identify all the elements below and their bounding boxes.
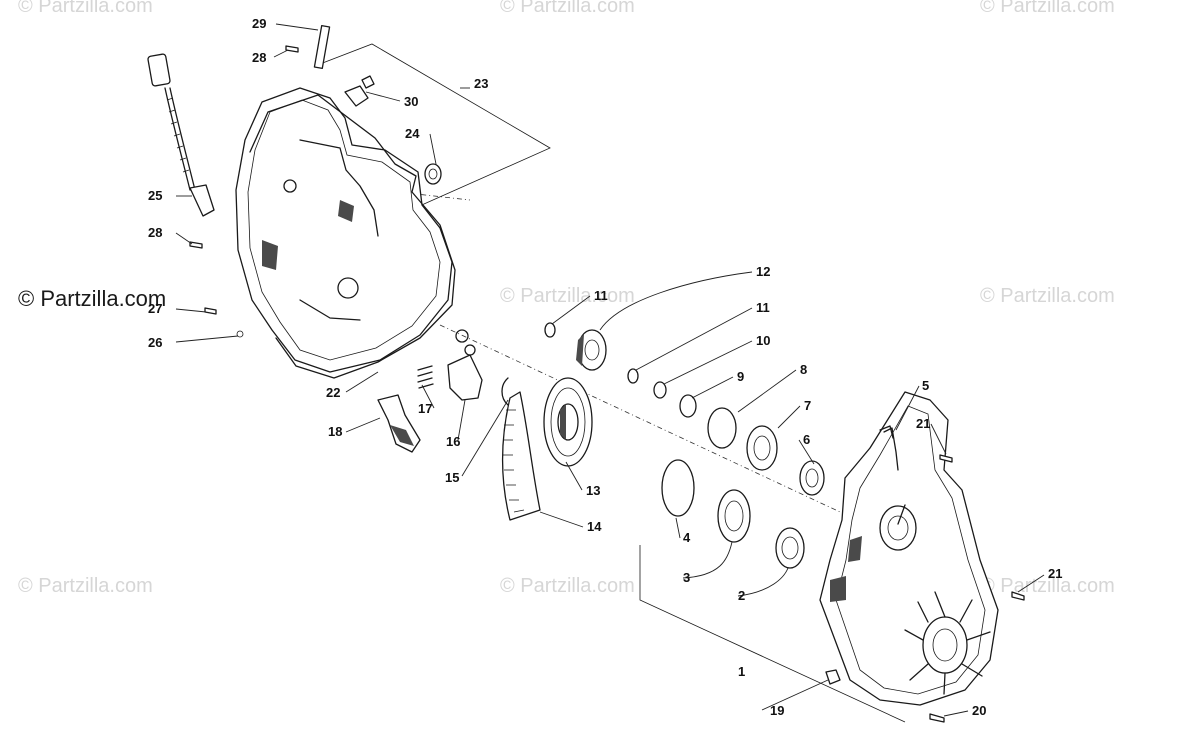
callout-14: 14: [587, 519, 602, 534]
bolt: [204, 307, 217, 315]
gasket: [249, 94, 456, 379]
callout-5: 5: [922, 378, 929, 393]
watermark: © Partzilla.com: [980, 575, 1115, 597]
callout-19: 19: [770, 703, 784, 718]
bracket-case-assembly: [639, 545, 906, 723]
tensioner-assembly: [377, 329, 509, 453]
callout-3: 3: [683, 570, 690, 585]
leader-lines: [175, 23, 1045, 717]
callout-11: 11: [594, 288, 608, 303]
shaft-centerline: [439, 324, 901, 541]
callout-28b: 28: [148, 225, 162, 240]
callout-4: 4: [683, 530, 691, 545]
watermark: © Partzilla.com: [980, 285, 1115, 307]
driven-gear: [543, 377, 593, 467]
dipstick: [313, 24, 331, 70]
callout-26: 26: [148, 335, 162, 350]
slider-pad: [377, 394, 421, 453]
callout-18: 18: [328, 424, 342, 439]
speed-sensor-harness: [147, 53, 215, 217]
tensioner-arm: [447, 354, 483, 401]
watermarks: © Partzilla.com © Partzilla.com © Partzi…: [18, 0, 1115, 597]
callout-17: 17: [418, 401, 432, 416]
watermark: © Partzilla.com: [500, 285, 635, 307]
breather-fitting: [883, 427, 899, 471]
bolt: [1011, 591, 1025, 601]
callout-25: 25: [148, 188, 162, 203]
chain-case-cover: [235, 87, 453, 373]
callout-15: 15: [445, 470, 459, 485]
bearings-and-rings: [544, 322, 825, 569]
callout-8: 8: [800, 362, 807, 377]
callout-labels: 29 28 30 23 24 25 28 27 26 22 17 16 18 1…: [148, 16, 1062, 718]
callout-29: 29: [252, 16, 266, 31]
callout-21: 21: [916, 416, 930, 431]
callout-9: 9: [737, 369, 744, 384]
callout-22: 22: [326, 385, 340, 400]
watermark: © Partzilla.com: [18, 0, 153, 17]
callout-20: 20: [972, 703, 986, 718]
callout-7: 7: [804, 398, 811, 413]
callout-23: 23: [474, 76, 488, 91]
bolt: [285, 45, 299, 53]
case-fittings: [825, 427, 1025, 723]
callout-10: 10: [756, 333, 770, 348]
bolt: [939, 454, 953, 463]
drive-chain: [501, 391, 541, 521]
callout-6: 6: [803, 432, 810, 447]
chain-case-housing: [819, 391, 999, 706]
callout-12: 12: [756, 264, 770, 279]
watermark: © Partzilla.com: [500, 0, 635, 17]
spring: [417, 365, 434, 389]
callout-30: 30: [404, 94, 418, 109]
watermark-featured: © Partzilla.com: [18, 286, 166, 311]
bracket-cover-assembly: [319, 43, 551, 221]
watermark: © Partzilla.com: [980, 0, 1115, 17]
callout-13: 13: [586, 483, 600, 498]
callout-2: 2: [738, 588, 745, 603]
washer: [236, 330, 244, 338]
group-brackets: [319, 43, 906, 723]
seal: [424, 163, 442, 185]
drive-sprocket: [576, 329, 607, 371]
plug: [825, 669, 841, 685]
bolt: [189, 241, 203, 249]
plug: [344, 85, 369, 107]
bolt: [929, 713, 945, 723]
callout-1: 1: [738, 664, 745, 679]
watermark: © Partzilla.com: [500, 575, 635, 597]
callout-27: 27: [148, 301, 162, 316]
callout-16: 16: [446, 434, 460, 449]
callout-24: 24: [405, 126, 420, 141]
watermark: © Partzilla.com: [18, 575, 153, 597]
cover-small-parts: [189, 24, 442, 338]
callout-21b: 21: [1048, 566, 1062, 581]
callout-11b: 11: [756, 300, 770, 315]
callout-28: 28: [252, 50, 266, 65]
